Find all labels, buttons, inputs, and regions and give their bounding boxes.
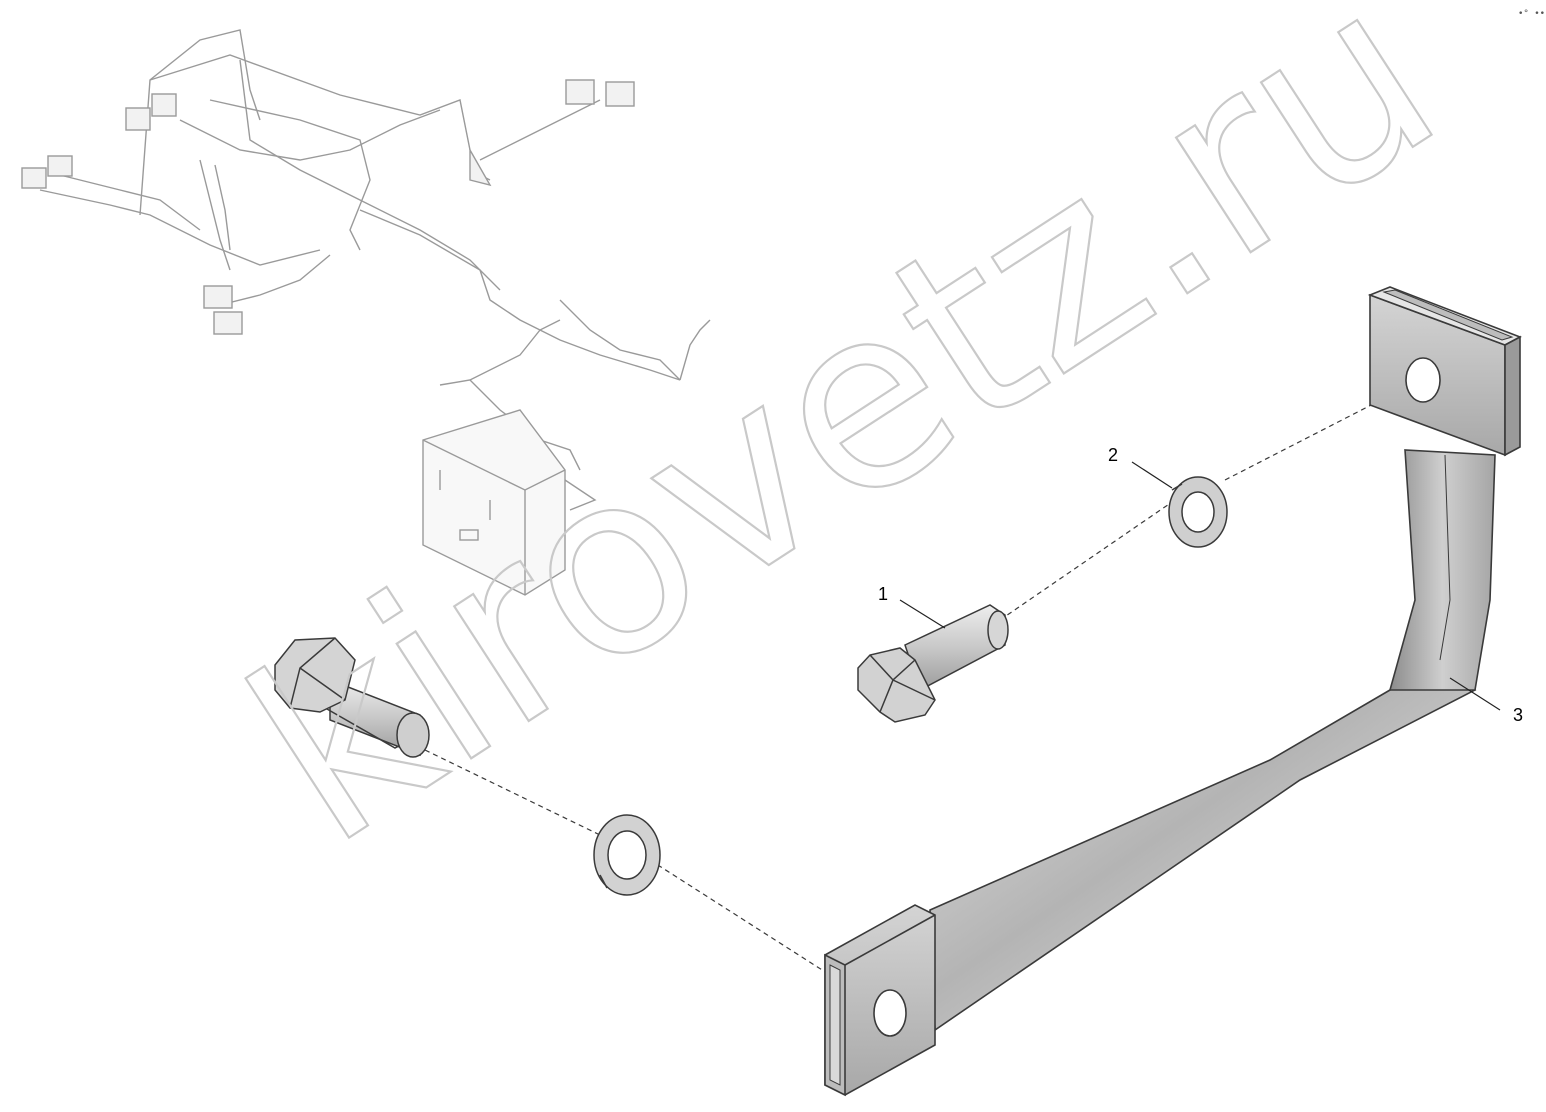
strap-upper-hole <box>1405 357 1441 403</box>
strap-lower-hole <box>873 989 907 1037</box>
leader-lines <box>899 461 1501 711</box>
callout-3: 3 <box>1513 705 1523 725</box>
ground-strap <box>824 286 1522 1097</box>
bolt-small <box>857 604 1009 723</box>
lock-washer-small <box>1168 476 1228 548</box>
callout-2: 2 <box>1108 445 1118 465</box>
callout-1: 1 <box>878 584 888 604</box>
lock-washer-large-ghost <box>593 814 661 896</box>
corner-mark: •° ••• <box>1518 9 1546 19</box>
wiring-harness-ghost <box>21 29 711 596</box>
bolt-large-ghost <box>274 637 430 758</box>
